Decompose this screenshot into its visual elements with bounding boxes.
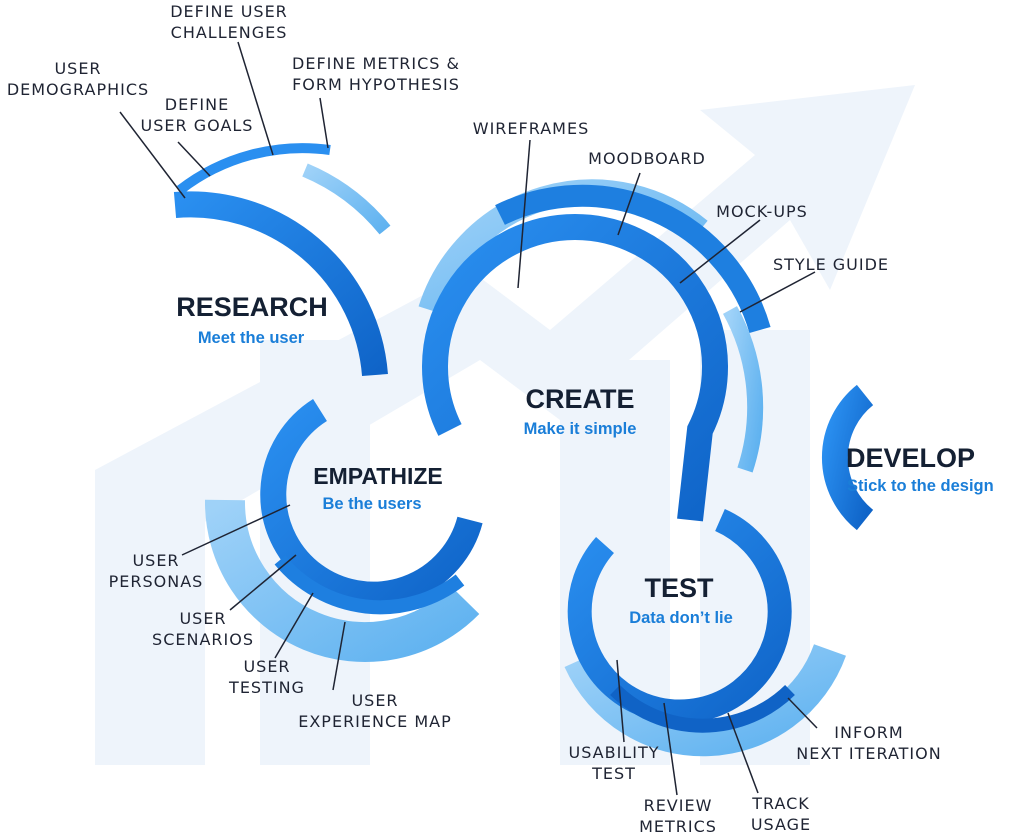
label-define-metrics-2: FORM HYPOTHESIS xyxy=(292,75,460,94)
label-user-experience-map-2: EXPERIENCE MAP xyxy=(298,712,452,731)
test-title: TEST xyxy=(644,573,714,603)
label-define-user-challenges-1: DEFINE USER xyxy=(170,2,288,21)
empathize-title: EMPATHIZE xyxy=(313,463,442,489)
label-user-demographics-2: DEMOGRAPHICS xyxy=(7,80,149,99)
label-track-usage-1: TRACK xyxy=(751,794,810,813)
create-title: CREATE xyxy=(525,384,634,414)
label-usability-test-1: USABILITY xyxy=(569,743,660,762)
label-user-personas-1: USER xyxy=(132,551,179,570)
leader-track-usage xyxy=(727,712,759,794)
research-arc-outer xyxy=(176,143,331,194)
leader-review-metrics xyxy=(663,702,678,796)
empathize-arc xyxy=(260,399,483,608)
develop-title: DEVELOP xyxy=(846,443,975,473)
label-user-demographics-1: USER xyxy=(54,59,101,78)
research-arc-light xyxy=(302,163,391,235)
leader-moodboard xyxy=(617,172,641,236)
label-user-scenarios-2: SCENARIOS xyxy=(152,630,254,649)
label-define-metrics-1: DEFINE METRICS & xyxy=(292,54,460,73)
leader-user-experience-map xyxy=(332,621,346,691)
label-inform-next-iteration-1: INFORM xyxy=(834,723,903,742)
leader-define-user-challenges xyxy=(237,41,274,156)
leader-define-user-goals xyxy=(177,141,211,177)
leader-user-testing xyxy=(274,592,314,659)
label-user-scenarios-1: USER xyxy=(179,609,226,628)
develop-subtitle: Stick to the design xyxy=(847,477,994,495)
label-define-user-goals-2: USER GOALS xyxy=(141,116,254,135)
research-ring xyxy=(173,143,391,377)
label-mockups: MOCK-UPS xyxy=(716,202,808,221)
label-usability-test-2: TEST xyxy=(591,764,636,783)
label-inform-next-iteration-2: NEXT ITERATION xyxy=(796,744,941,763)
develop-arc xyxy=(821,384,874,531)
empathize-subtitle: Be the users xyxy=(322,495,421,513)
label-wireframes: WIREFRAMES xyxy=(473,119,589,138)
label-user-testing-2: TESTING xyxy=(228,678,305,697)
leader-lines xyxy=(119,41,818,796)
research-title: RESEARCH xyxy=(176,292,328,322)
test-ring xyxy=(564,509,846,757)
empathize-arc-light xyxy=(204,499,480,662)
label-user-personas-2: PERSONAS xyxy=(109,572,204,591)
leader-usability-test xyxy=(616,659,625,743)
test-arc-outer xyxy=(610,684,795,733)
label-review-metrics-2: METRICS xyxy=(639,817,717,836)
leader-user-personas xyxy=(181,504,291,556)
label-user-testing-1: USER xyxy=(243,657,290,676)
research-subtitle: Meet the user xyxy=(198,329,305,347)
test-subtitle: Data don’t lie xyxy=(629,609,733,627)
empathize-ring xyxy=(204,399,483,662)
create-ring xyxy=(418,179,771,522)
test-arc xyxy=(567,509,792,724)
label-user-experience-map-1: USER xyxy=(351,691,398,710)
test-arc-light xyxy=(564,643,846,757)
create-arc xyxy=(422,213,728,522)
label-define-user-goals-1: DEFINE xyxy=(165,95,229,114)
create-arc-outer xyxy=(495,184,771,334)
leader-mockups xyxy=(679,219,761,284)
label-track-usage-2: USAGE xyxy=(751,815,811,834)
leader-style-guide xyxy=(739,271,816,313)
label-review-metrics-1: REVIEW xyxy=(644,796,713,815)
leader-user-scenarios xyxy=(229,554,297,611)
create-arc-edge xyxy=(722,306,764,473)
develop-ring xyxy=(821,384,874,531)
leader-define-metrics xyxy=(319,97,329,149)
leader-inform-next-iteration xyxy=(787,697,818,729)
empathize-arc-outer xyxy=(274,555,465,615)
create-subtitle: Make it simple xyxy=(524,420,637,438)
background-growth-graphic xyxy=(95,85,915,765)
label-define-user-challenges-2: CHALLENGES xyxy=(171,23,288,42)
label-style-guide: STYLE GUIDE xyxy=(773,255,889,274)
leader-user-demographics xyxy=(119,111,186,199)
label-moodboard: MOODBOARD xyxy=(588,149,706,168)
research-arc xyxy=(173,191,388,377)
leader-wireframes xyxy=(517,139,531,289)
